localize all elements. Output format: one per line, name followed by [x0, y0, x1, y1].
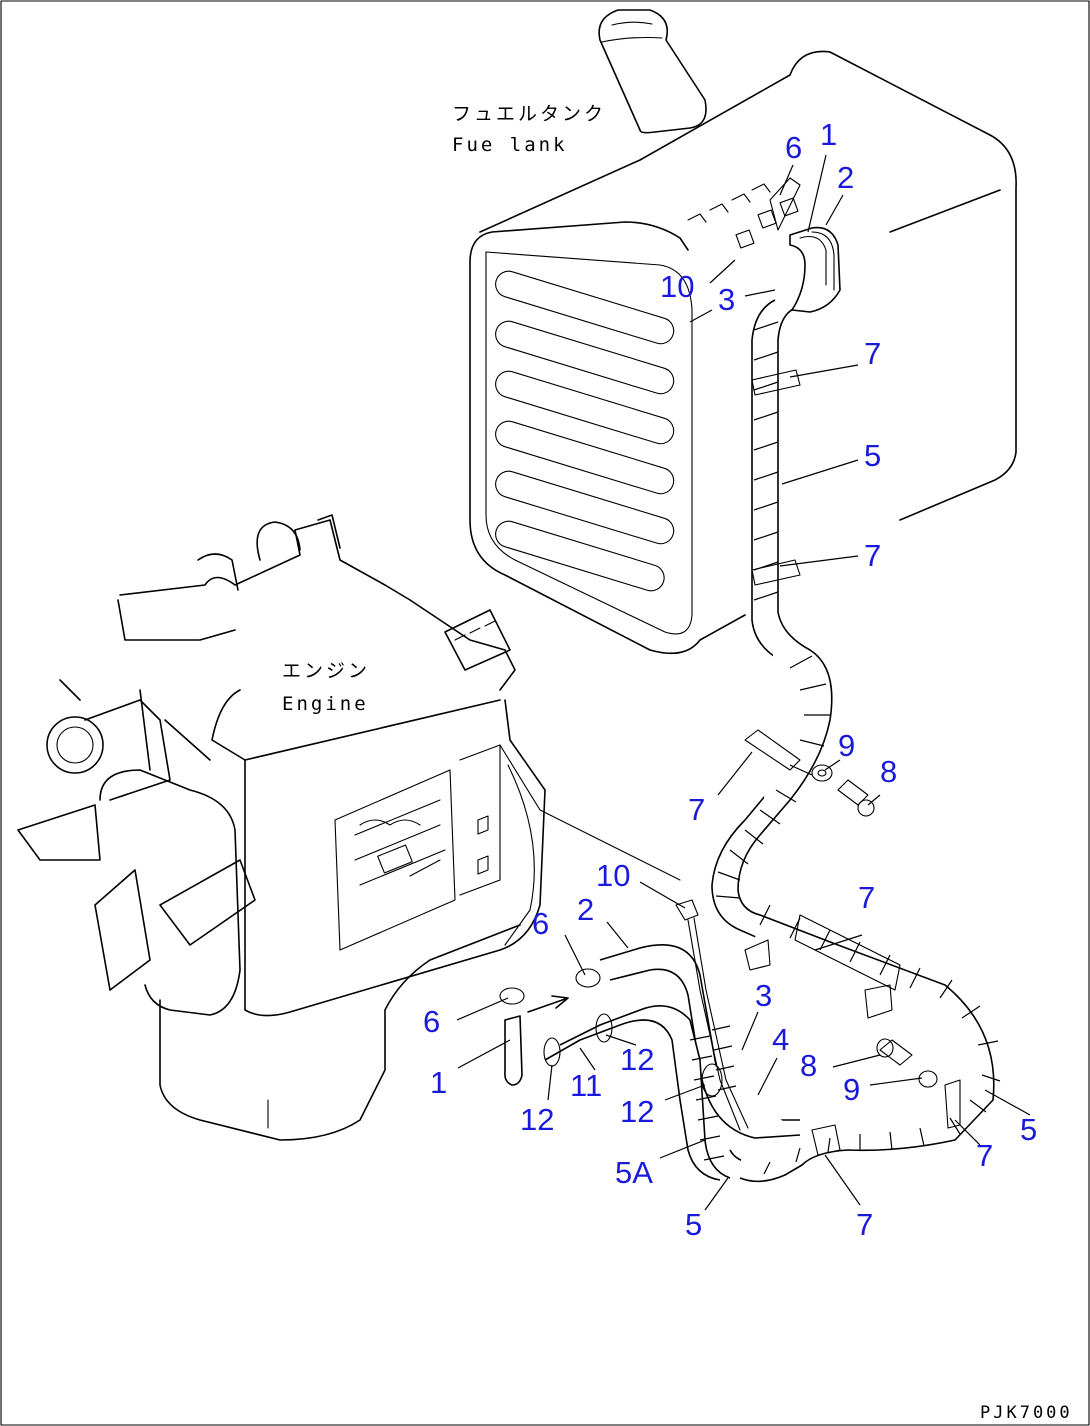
callouts: 6 1 2 10 3 7 5 7 9 8 7 7 10 2 6 3 4 8 9 …: [423, 117, 1037, 1242]
callout-2: 2: [837, 160, 854, 195]
callout-7: 7: [976, 1138, 993, 1173]
callout-5: 5: [685, 1207, 702, 1242]
engine-jp-label: エンジン: [282, 660, 370, 682]
callout-5: 5: [1020, 1112, 1037, 1147]
callout-5: 5: [864, 438, 881, 473]
callout-4: 4: [772, 1022, 789, 1057]
callout-6: 6: [532, 906, 549, 941]
clamps-and-fittings: [409, 369, 961, 1156]
callout-3: 3: [718, 282, 735, 317]
callout-12: 12: [520, 1102, 554, 1137]
callout-12: 12: [620, 1042, 654, 1077]
callout-11: 11: [570, 1068, 602, 1103]
callout-9: 9: [838, 728, 855, 763]
callout-7: 7: [858, 880, 875, 915]
engine-en-label: Engine: [282, 693, 369, 715]
callout-2: 2: [577, 892, 594, 927]
engine: エンジン Engine: [17, 514, 546, 1141]
callout-6: 6: [423, 1004, 440, 1039]
callout-12: 12: [620, 1094, 654, 1129]
callout-5A: 5A: [615, 1155, 653, 1190]
callout-6: 6: [785, 130, 802, 165]
callout-7: 7: [864, 336, 881, 371]
fuel-tank-jp-label: フュエルタンク: [452, 103, 606, 125]
callout-3: 3: [755, 978, 772, 1013]
callout-9: 9: [843, 1072, 860, 1107]
fuel-hoses: [499, 226, 1001, 1183]
callout-7: 7: [688, 792, 705, 827]
fuel-tank: フュエルタンク Fue lank: [452, 9, 1017, 655]
callout-10: 10: [596, 858, 630, 893]
fuel-tank-en-label: Fue lank: [452, 134, 568, 156]
callout-7: 7: [864, 538, 881, 573]
callout-1: 1: [430, 1065, 447, 1100]
callout-8: 8: [800, 1048, 817, 1083]
callout-7: 7: [856, 1207, 873, 1242]
callout-8: 8: [880, 754, 897, 789]
leader-lines: [456, 154, 1031, 1211]
drawing-code: PJK7000: [980, 1403, 1073, 1423]
callout-10: 10: [660, 269, 694, 304]
callout-1: 1: [820, 117, 837, 152]
